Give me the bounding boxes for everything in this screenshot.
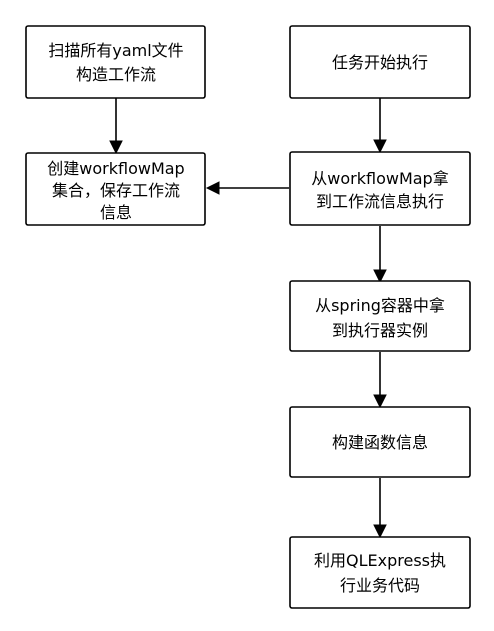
node-task-start-line-1: 任务开始执行: [332, 53, 428, 72]
arrow-get-workflow-to-create-map: [205, 181, 289, 195]
node-build-func-line-1: 构建函数信息: [332, 433, 428, 452]
node-qlexpress-line-1: 利用QLExpress执: [314, 551, 446, 570]
node-create-map: 创建workflowMap 集合，保存工作流 信息: [25, 152, 206, 226]
node-qlexpress-line-2: 行业务代码: [340, 576, 420, 595]
node-get-workflow: 从workflowMap拿 到工作流信息执行: [289, 151, 471, 226]
arrow-build-func-to-qlexpress: [373, 478, 387, 539]
node-qlexpress: 利用QLExpress执 行业务代码: [289, 536, 471, 609]
node-scan-yaml-line-2: 构造工作流: [76, 65, 156, 84]
node-get-executor: 从spring容器中拿 到执行器实例: [289, 280, 471, 352]
node-build-func: 构建函数信息: [289, 406, 471, 478]
node-create-map-line-3: 信息: [100, 203, 132, 222]
node-task-start: 任务开始执行: [289, 25, 471, 99]
node-get-executor-line-1: 从spring容器中拿: [315, 296, 445, 315]
node-create-map-line-2: 集合，保存工作流: [52, 181, 180, 200]
arrow-task-start-to-get-workflow: [373, 98, 387, 154]
arrow-get-executor-to-build-func: [373, 352, 387, 409]
node-scan-yaml-line-1: 扫描所有yaml文件: [48, 41, 183, 60]
node-scan-yaml: 扫描所有yaml文件 构造工作流: [25, 25, 206, 99]
node-get-workflow-line-1: 从workflowMap拿: [311, 169, 448, 188]
node-get-workflow-line-2: 到工作流信息执行: [316, 192, 444, 211]
node-get-executor-line-2: 到执行器实例: [332, 321, 428, 340]
node-create-map-line-1: 创建workflowMap: [47, 159, 184, 178]
arrow-scan-to-create-map: [109, 98, 123, 155]
arrow-get-workflow-to-get-executor: [373, 226, 387, 284]
